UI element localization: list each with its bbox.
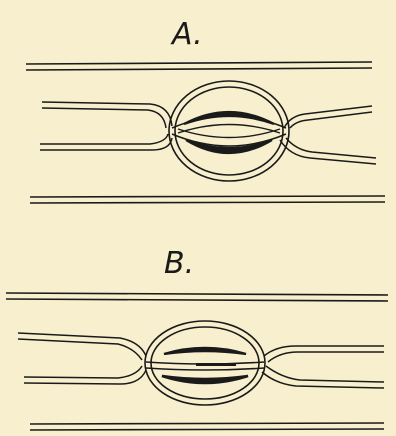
panel-b: B.: [6, 246, 388, 430]
label-a: A.: [170, 17, 203, 52]
outer-cell-wall-bottom-a: [30, 196, 385, 203]
guard-cell-thickening-top-a: [184, 112, 274, 124]
guard-cell-thickening-top-b: [164, 348, 246, 354]
outer-cell-wall-top-b: [6, 293, 388, 301]
outer-cell-wall-bottom-b: [30, 423, 384, 430]
label-b: B.: [164, 246, 194, 281]
guard-cell-thickening-bottom-b: [162, 376, 248, 383]
panel-a: A.: [26, 17, 385, 203]
stoma-a: [169, 81, 289, 181]
epidermal-walls-a: [40, 102, 376, 164]
outer-cell-wall-top-a: [26, 62, 372, 70]
stomatal-pore-b: [196, 363, 236, 366]
stoma-b: [145, 321, 265, 405]
